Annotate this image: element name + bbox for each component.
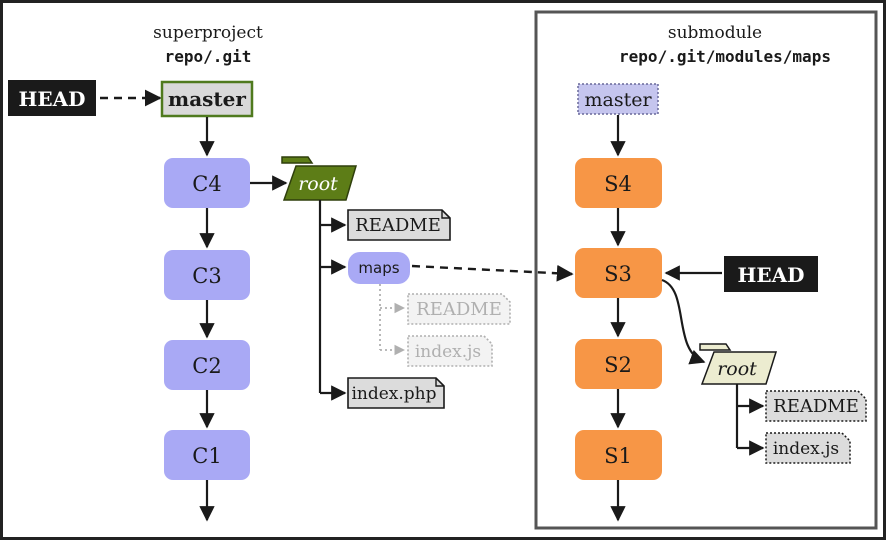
commit-s4-label: S4	[604, 172, 632, 196]
commit-c3-label: C3	[192, 264, 221, 288]
commit-s1-label: S1	[604, 444, 632, 468]
commit-c2: C2	[164, 340, 250, 390]
commit-c1: C1	[164, 430, 250, 480]
superproject-title: superproject	[153, 23, 263, 43]
commit-s3: S3	[575, 248, 662, 298]
submodule-indexjs-file-icon: index.js	[765, 432, 851, 464]
superproject-master-branch: master	[160, 80, 254, 118]
submodule-indexjs-label: index.js	[773, 439, 839, 459]
maps-label: maps	[358, 259, 399, 277]
commit-s1: S1	[575, 430, 662, 480]
submodule-master-branch: master	[577, 83, 659, 115]
commit-c4: C4	[164, 158, 250, 208]
commit-s2: S2	[575, 339, 662, 389]
superproject-indexphp-file-icon: index.php	[347, 377, 445, 409]
submodule-head: HEAD	[724, 256, 818, 292]
submodule-title: submodule	[668, 23, 762, 43]
submodule-master-label: master	[584, 89, 652, 111]
commit-c4-label: C4	[192, 172, 221, 196]
superproject-master-label: master	[168, 87, 246, 111]
submodule-readme-file-icon: README	[765, 390, 867, 422]
commit-s4: S4	[575, 158, 662, 208]
commit-s3-label: S3	[604, 262, 632, 286]
commit-s2-label: S2	[604, 353, 632, 377]
maps-to-s3-edge	[411, 264, 574, 282]
commit-c2-label: C2	[192, 354, 221, 378]
submodule-root-label: root	[717, 358, 757, 380]
submodule-head-label: HEAD	[737, 263, 804, 287]
maps-readme-ghost-file-icon: README	[407, 293, 511, 325]
superproject-root-label: root	[298, 173, 338, 195]
submodule-root-folder-icon: root	[699, 343, 778, 385]
submodule-panel	[534, 10, 878, 530]
maps-submodule-node: maps	[348, 252, 410, 284]
superproject-head: HEAD	[8, 80, 96, 116]
commit-c1-label: C1	[192, 444, 221, 468]
submodule-readme-label: README	[773, 396, 859, 417]
s3-to-root-edge	[661, 278, 706, 365]
maps-indexjs-label: index.js	[415, 342, 481, 362]
superproject-readme-file-icon: README	[347, 209, 451, 241]
commit-c3: C3	[164, 250, 250, 300]
superproject-head-label: HEAD	[18, 87, 85, 111]
superproject-readme-label: README	[355, 215, 441, 236]
superproject-root-folder-icon: root	[281, 156, 358, 201]
superproject-indexphp-label: index.php	[351, 384, 436, 404]
maps-readme-label: README	[416, 299, 502, 320]
submodule-path: repo/.git/modules/maps	[619, 47, 831, 66]
maps-indexjs-ghost-file-icon: index.js	[407, 335, 493, 367]
superproject-path: repo/.git	[165, 47, 252, 66]
